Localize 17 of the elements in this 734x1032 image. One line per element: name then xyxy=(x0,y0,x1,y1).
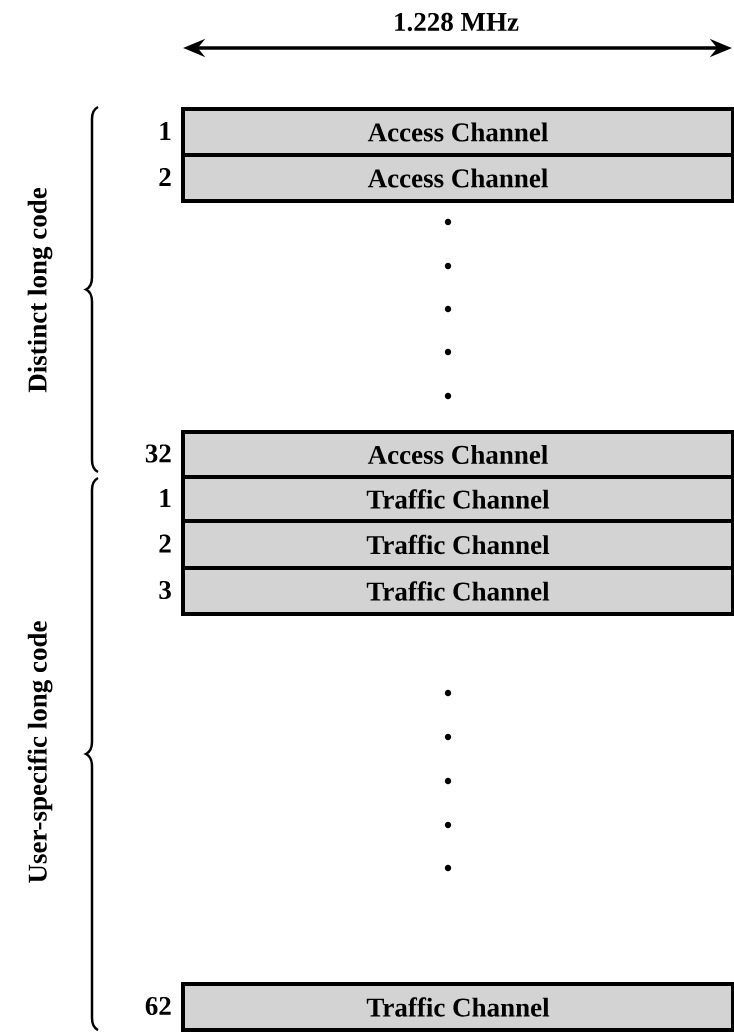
brace-label: User-specific long code xyxy=(27,621,53,883)
channel-box: Access Channel xyxy=(181,153,734,203)
channel-box: Access Channel xyxy=(181,430,734,479)
brace-label: Distinct long code xyxy=(27,187,53,393)
channel-number: 32 xyxy=(145,444,171,463)
channel-number: 1 xyxy=(160,489,171,507)
channel-box: Access Channel xyxy=(181,107,734,157)
channel-number: 1 xyxy=(160,122,171,140)
channel-box: Traffic Channel xyxy=(181,566,734,616)
channel-box: Traffic Channel xyxy=(181,475,734,523)
channel-box: Traffic Channel xyxy=(181,982,734,1032)
channel-number: 2 xyxy=(159,534,171,553)
channel-number: 62 xyxy=(145,996,171,1016)
channel-box: Traffic Channel xyxy=(181,519,734,570)
channel-number: 2 xyxy=(159,168,171,186)
channel-number: 3 xyxy=(159,580,171,600)
dimension-label: 1.228 MHz xyxy=(395,12,519,32)
